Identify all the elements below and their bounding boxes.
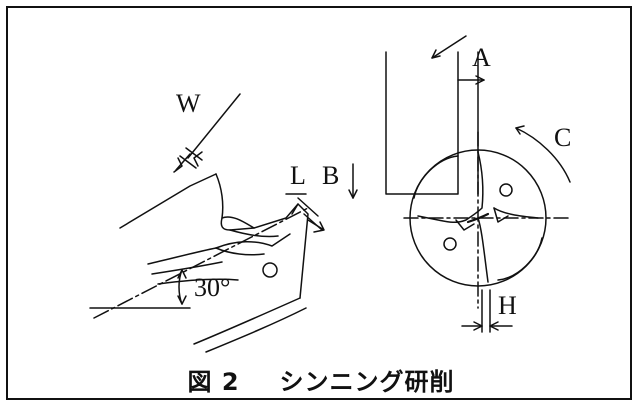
l-dimension [285, 193, 325, 233]
b-arrow [348, 163, 358, 199]
figure-caption: 図 2 シンニング研削 [8, 362, 634, 397]
label-angle-30: 30° [194, 273, 230, 302]
drill-end-view [403, 131, 569, 309]
figure-frame: W L B 30° A C H 図 2 シンニング研削 [6, 6, 632, 400]
a-arrows [431, 35, 485, 85]
h-dimension [461, 289, 513, 333]
label-l: L [290, 161, 306, 190]
thinning-diagram: W L B 30° A C H [89, 35, 571, 353]
label-c: C [554, 123, 571, 152]
caption-figure-number: 図 2 [187, 368, 240, 396]
drill-side-view [119, 173, 309, 353]
caption-title: シンニング研削 [279, 368, 455, 396]
c-rotation-arrow [515, 125, 571, 183]
drill-axis-line [93, 207, 309, 319]
label-w: W [176, 89, 201, 118]
label-b: B [322, 161, 339, 190]
label-h: H [498, 291, 517, 320]
wheel-outline [385, 51, 479, 195]
angle-30-dimension [89, 269, 191, 309]
w-dimension [173, 93, 241, 173]
label-a: A [472, 43, 491, 72]
